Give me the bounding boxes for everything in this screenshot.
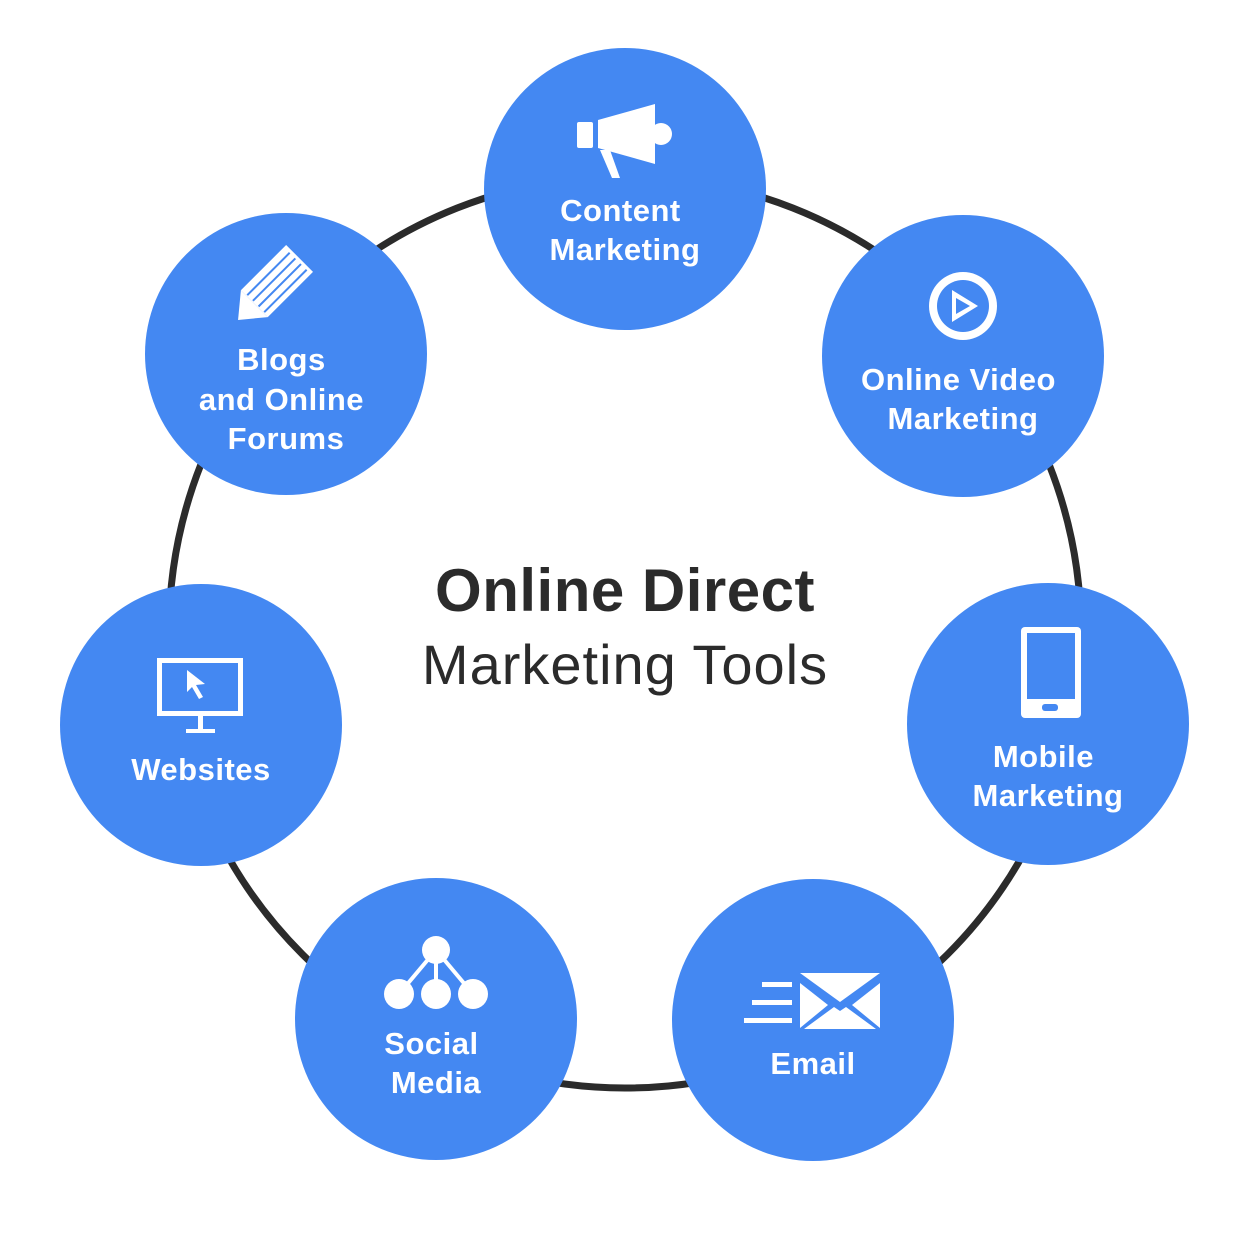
node-label-line: Email <box>770 1046 855 1081</box>
node-content-marketing: Content Marketing <box>484 48 766 330</box>
node-circle <box>907 583 1189 865</box>
svg-text:Blogs and Online F: Blogs and Online Forums <box>199 342 373 456</box>
monitor-cursor-icon <box>157 658 243 733</box>
node-label-line: Online Video <box>861 362 1056 397</box>
node-circle <box>484 48 766 330</box>
network-icon <box>384 936 488 1009</box>
center-subtitle: Marketing Tools <box>422 633 828 696</box>
node-email: Email <box>672 879 954 1161</box>
envelope-icon <box>744 973 880 1029</box>
node-label-line: Content <box>560 193 681 228</box>
node-label-line: Websites <box>131 752 271 787</box>
play-icon <box>929 272 997 340</box>
node-circle <box>295 878 577 1160</box>
mobile-phone-icon <box>1021 627 1081 718</box>
svg-text:Websites: Websites <box>131 752 271 787</box>
node-social-media: Social Media <box>295 878 577 1160</box>
megaphone-icon <box>577 104 672 178</box>
svg-text:Social Media: Social Media <box>384 1026 487 1100</box>
node-online-video-marketing: Online Video Marketing <box>822 215 1104 497</box>
node-label-line: Forums <box>228 421 345 456</box>
node-label-line: Mobile <box>993 739 1094 774</box>
center-title: Online Direct <box>435 557 815 624</box>
svg-text:Mobile Marketing: Mobile Marketing <box>973 739 1124 813</box>
pencil-icon <box>238 244 314 320</box>
node-mobile-marketing: Mobile Marketing <box>907 583 1189 865</box>
node-blogs-and-online-forums: Blogs and Online Forums <box>145 213 427 495</box>
node-label-line: Media <box>391 1065 482 1100</box>
node-circle <box>145 213 427 495</box>
node-label-line: Social <box>384 1026 478 1061</box>
node-label-line: Blogs <box>237 342 326 377</box>
svg-text:Content Marketing: Content Marketing <box>550 193 701 267</box>
svg-text:Online Video Marketing: Online Video Marketing <box>861 362 1065 436</box>
svg-text:Email: Email <box>770 1046 855 1081</box>
node-websites: Websites <box>60 584 342 866</box>
node-label-line: Marketing <box>550 232 701 267</box>
node-label-line: Marketing <box>888 401 1039 436</box>
node-circle <box>672 879 954 1161</box>
node-label-line: Marketing <box>973 778 1124 813</box>
node-circle <box>822 215 1104 497</box>
node-label-line: and Online <box>199 382 364 417</box>
